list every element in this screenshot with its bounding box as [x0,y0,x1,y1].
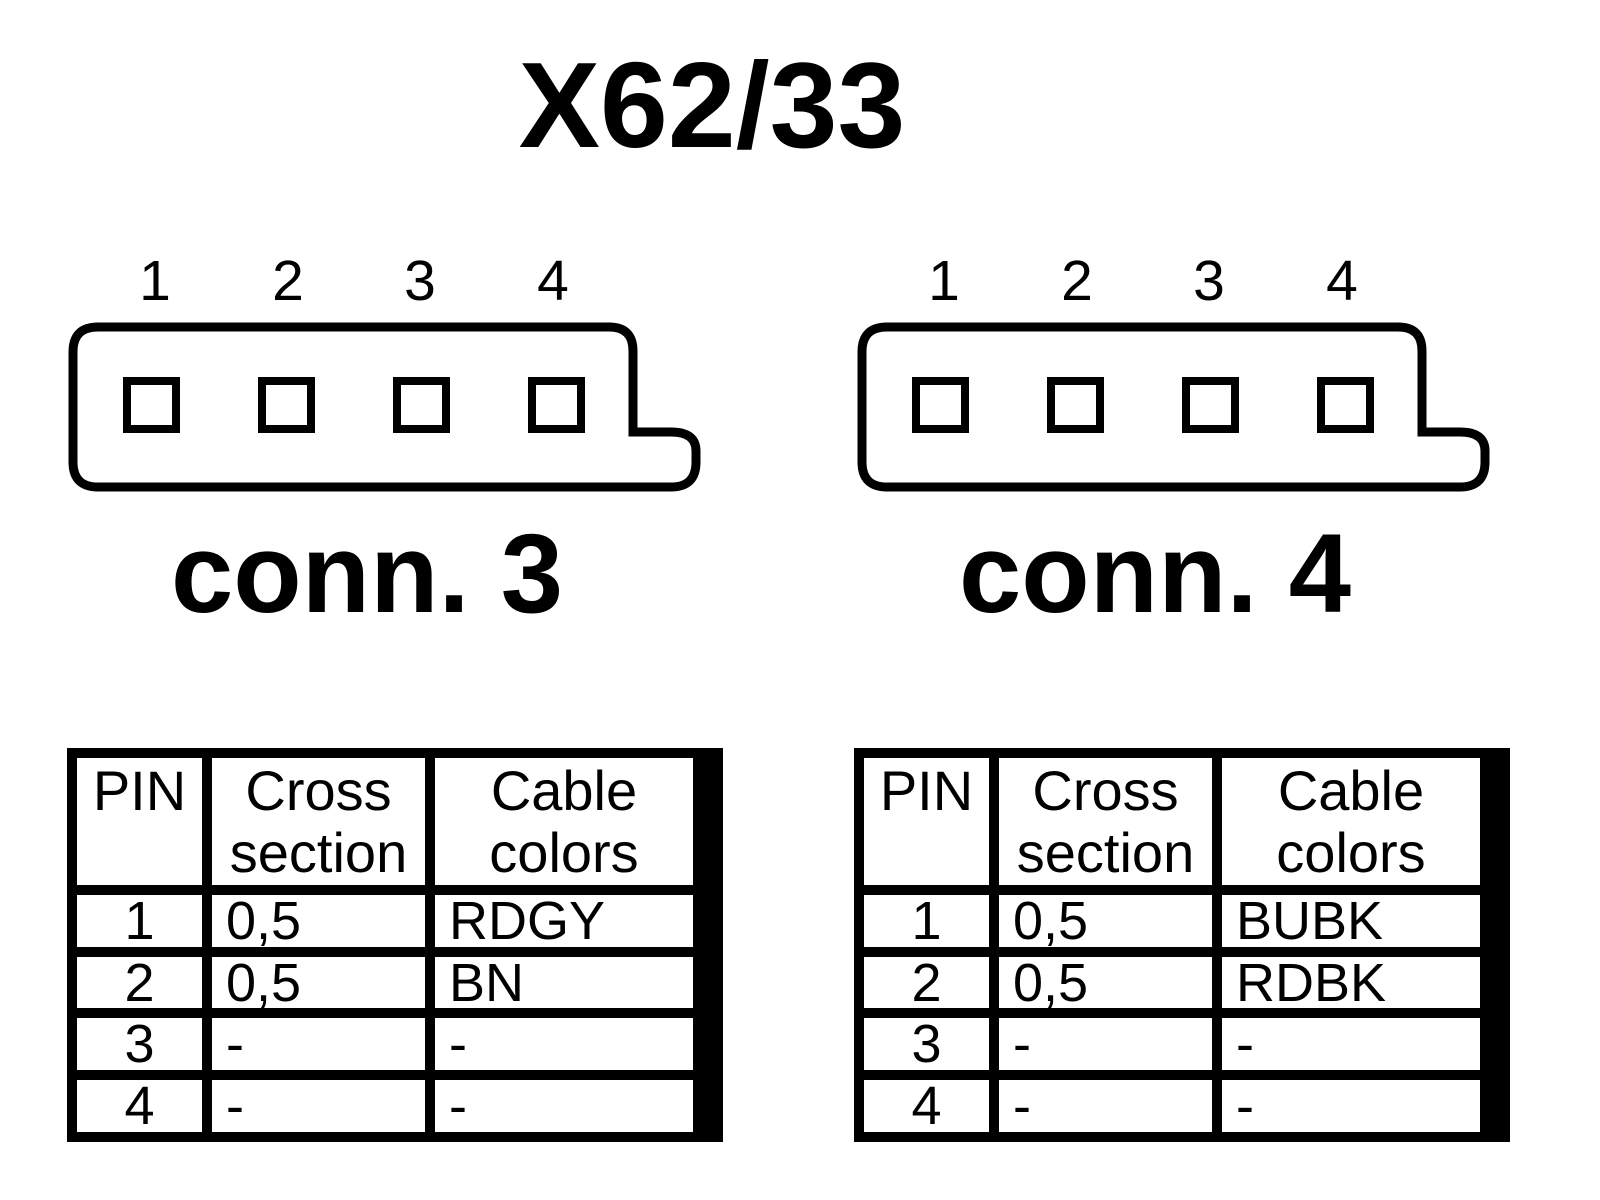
connector-4-pin-number-2: 2 [1061,249,1093,313]
table-header-cross-section: Cross section [999,758,1212,885]
table-header-cross-section: Cross section [212,758,425,885]
table-cell-pin: 2 [864,957,989,1008]
table-cell-cable-color: - [1222,1080,1480,1132]
connector-4-pin-slot-1 [912,377,969,433]
connector-4-outline [857,322,1490,492]
table-header-pin: PIN [864,758,989,885]
table-cell-cross-section: 0,5 [999,957,1212,1008]
connector-4-pin-number-1: 1 [928,249,960,313]
connector-4-pin-slot-2 [1047,377,1104,433]
table-cell-cable-color: - [1222,1018,1480,1070]
pin-table-conn-3: PIN Cross section Cable colors 1 0,5 RDG… [67,748,723,1142]
pin-table-conn-4: PIN Cross section Cable colors 1 0,5 BUB… [854,748,1510,1142]
connector-3-pin-number-4: 4 [537,249,569,313]
table-cell-pin: 3 [864,1018,989,1070]
table-header-cable-colors: Cable colors [435,758,693,885]
connector-4-label: conn. 4 [958,511,1352,636]
table-header-pin: PIN [77,758,202,885]
connector-4-pin-number-4: 4 [1326,249,1358,313]
table-cell-cable-color: BUBK [1222,895,1480,947]
table-cell-cross-section: 0,5 [212,957,425,1008]
table-cell-cross-section: - [999,1080,1212,1132]
table-cell-pin: 1 [77,895,202,947]
table-cell-cross-section: - [999,1018,1212,1070]
table-cell-cable-color: - [435,1018,693,1070]
connector-3-diagram: 1 2 3 4 [68,249,701,492]
table-cell-cable-color: - [435,1080,693,1132]
connector-4-pin-number-3: 3 [1193,249,1225,313]
connector-4-pin-slot-3 [1182,377,1239,433]
table-cell-cable-color: BN [435,957,693,1008]
table-cell-pin: 4 [77,1080,202,1132]
connector-3-outline [68,322,701,492]
table-cell-cross-section: 0,5 [999,895,1212,947]
connector-3-pin-slot-2 [258,377,315,433]
connector-3-pin-slot-3 [393,377,450,433]
table-cell-cross-section: - [212,1080,425,1132]
table-cell-cross-section: 0,5 [212,895,425,947]
table-cell-pin: 1 [864,895,989,947]
connector-3-pin-number-2: 2 [272,249,304,313]
table-cell-pin: 4 [864,1080,989,1132]
connector-3-pin-number-1: 1 [139,249,171,313]
table-cell-cable-color: RDGY [435,895,693,947]
table-cell-cross-section: - [212,1018,425,1070]
connector-3-pin-number-3: 3 [404,249,436,313]
table-cell-cable-color: RDBK [1222,957,1480,1008]
connector-4-diagram: 1 2 3 4 [857,249,1490,492]
table-cell-pin: 3 [77,1018,202,1070]
connector-3-label: conn. 3 [170,511,564,636]
connector-3-pin-slot-1 [123,377,180,433]
table-header-cable-colors: Cable colors [1222,758,1480,885]
connector-3-pin-slot-4 [528,377,585,433]
connector-4-pin-slot-4 [1317,377,1374,433]
page-title: X62/33 [518,37,906,173]
table-cell-pin: 2 [77,957,202,1008]
